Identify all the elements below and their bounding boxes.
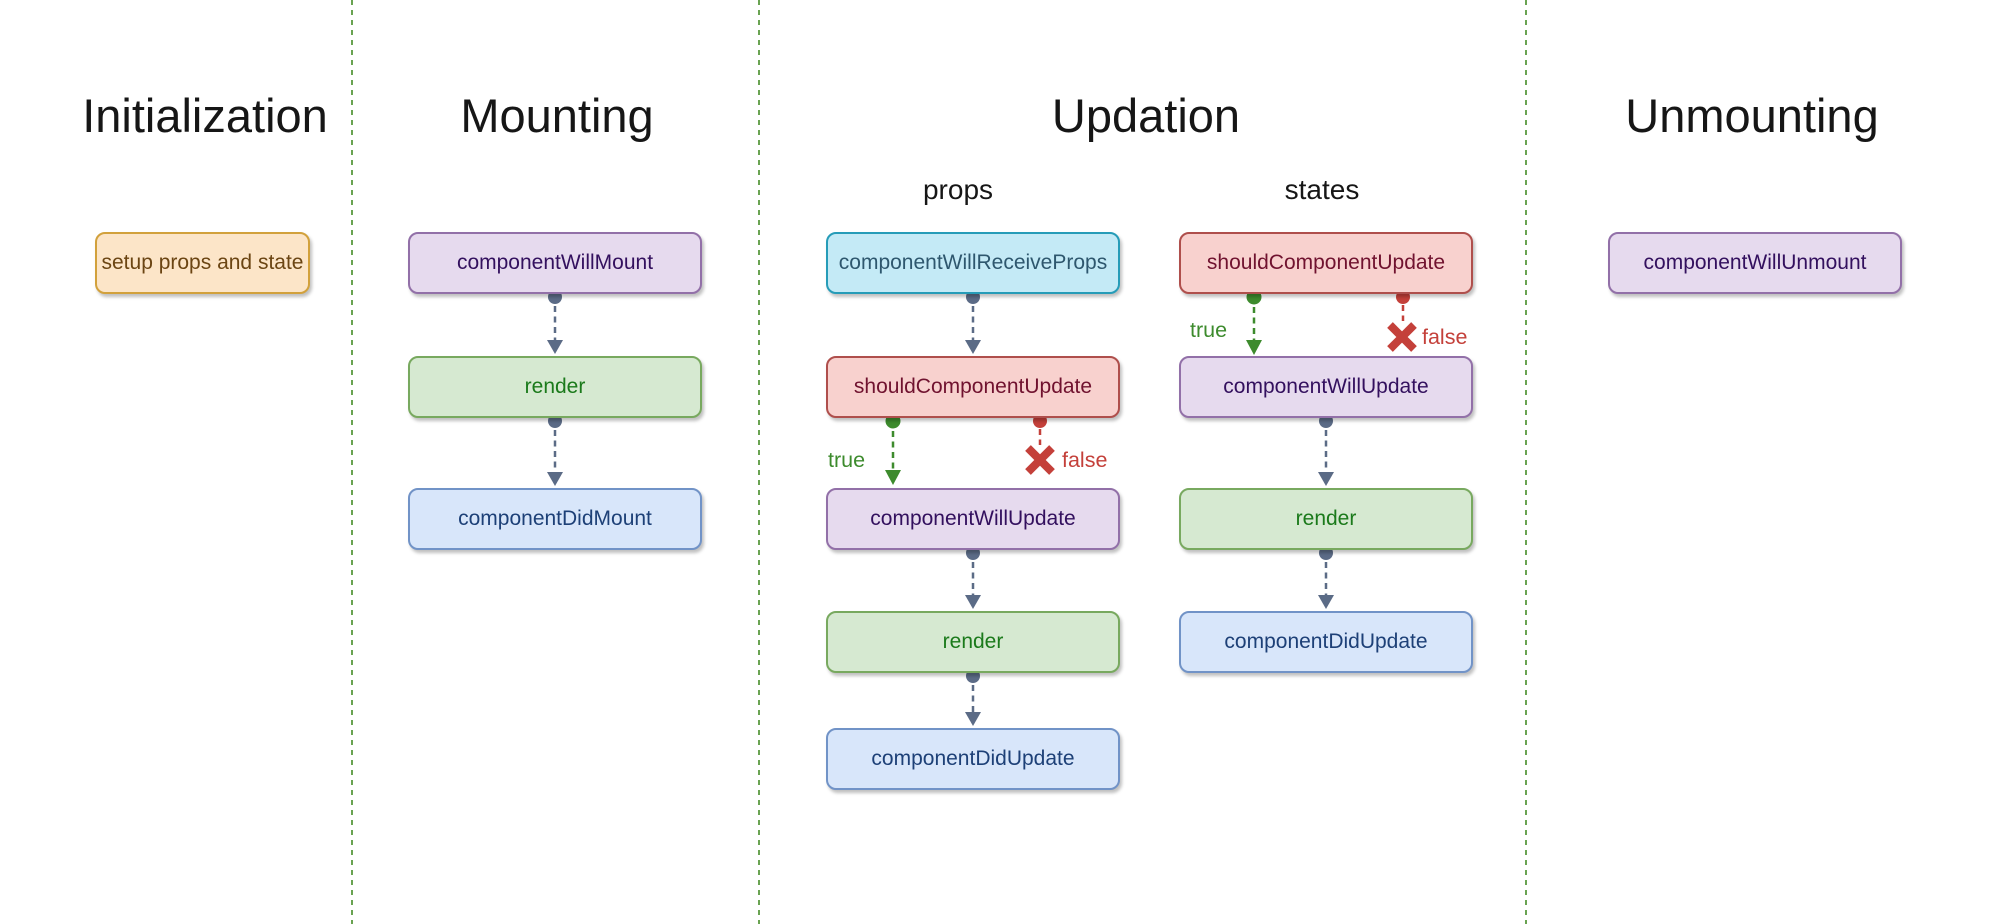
arrow-render-to-didmount bbox=[547, 414, 563, 486]
column-label-props: props bbox=[922, 174, 994, 205]
arrow-props-true-branch bbox=[885, 413, 901, 485]
section-title-updation: Updation bbox=[1051, 89, 1241, 142]
node-mounting-render: render bbox=[408, 356, 702, 418]
node-componentwillunmount: componentWillUnmount bbox=[1608, 232, 1902, 294]
section-divider-3 bbox=[1525, 0, 1527, 924]
node-props-componentdidupdate: componentDidUpdate bbox=[826, 728, 1120, 790]
node-states-componentdidupdate: componentDidUpdate bbox=[1179, 611, 1473, 673]
label-props-false: false bbox=[1062, 448, 1108, 472]
arrow-states-true-branch bbox=[1246, 289, 1262, 355]
arrow-states-willupdate-to-render bbox=[1318, 414, 1334, 486]
arrow-props-false-branch bbox=[1025, 414, 1055, 475]
arrow-props-willupdate-to-render bbox=[965, 546, 981, 609]
arrow-states-false-branch bbox=[1387, 290, 1417, 352]
node-componentwillreceiveprops: componentWillReceiveProps bbox=[826, 232, 1120, 294]
node-states-shouldcomponentupdate: shouldComponentUpdate bbox=[1179, 232, 1473, 294]
node-props-render: render bbox=[826, 611, 1120, 673]
node-componentwillmount: componentWillMount bbox=[408, 232, 702, 294]
section-title-mounting: Mounting bbox=[460, 89, 654, 142]
node-props-shouldcomponentupdate: shouldComponentUpdate bbox=[826, 356, 1120, 418]
node-setup-props-and-state: setup props and state bbox=[95, 232, 310, 294]
section-divider-2 bbox=[758, 0, 760, 924]
arrow-receiveprops-to-shouldupdate bbox=[965, 290, 981, 354]
node-componentdidmount: componentDidMount bbox=[408, 488, 702, 550]
arrow-willmount-to-render bbox=[547, 290, 563, 354]
node-states-render: render bbox=[1179, 488, 1473, 550]
arrow-props-render-to-didupdate bbox=[965, 669, 981, 726]
node-props-componentwillupdate: componentWillUpdate bbox=[826, 488, 1120, 550]
column-label-states: states bbox=[1284, 174, 1360, 205]
section-title-initialization: Initialization bbox=[82, 89, 328, 142]
section-divider-1 bbox=[351, 0, 353, 924]
section-title-unmounting: Unmounting bbox=[1625, 89, 1879, 142]
label-states-false: false bbox=[1422, 325, 1468, 349]
arrow-states-render-to-didupdate bbox=[1318, 546, 1334, 609]
node-states-componentwillupdate: componentWillUpdate bbox=[1179, 356, 1473, 418]
label-states-true: true bbox=[1190, 318, 1228, 342]
label-props-true: true bbox=[828, 448, 866, 472]
